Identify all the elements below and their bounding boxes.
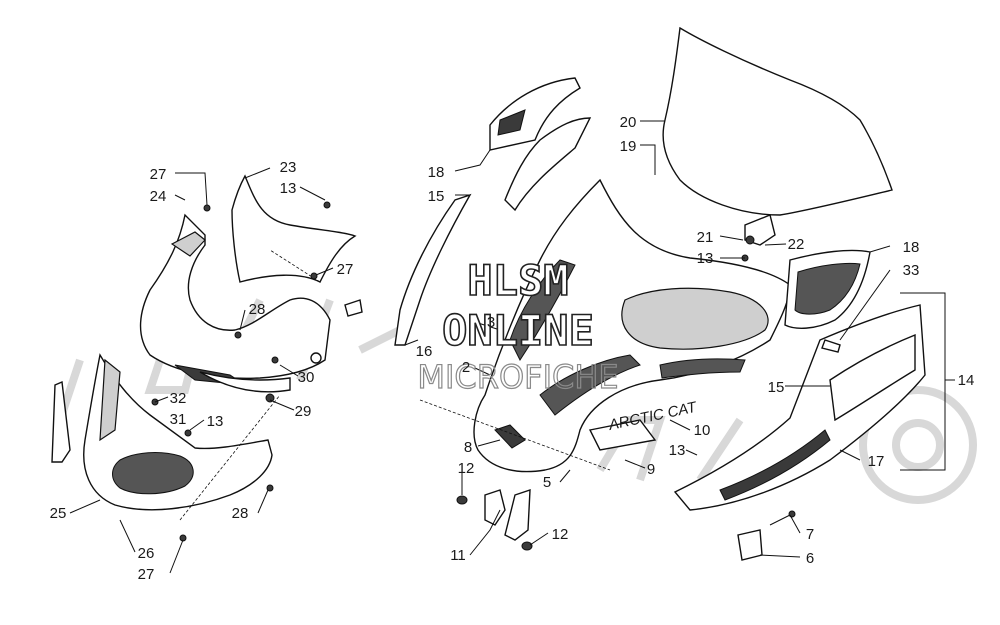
callout-18: 18 [428,164,445,181]
callout-27: 27 [150,166,167,183]
callout-30: 30 [298,369,315,386]
callout-28: 28 [232,505,249,522]
vent-18-right [784,249,871,329]
mount-bracket-21-22 [741,214,776,262]
callout-3: 3 [487,314,495,331]
callout-13: 13 [280,180,297,197]
main-hood [473,178,791,473]
callout-10: 10 [694,422,711,439]
upper-hood-left [139,213,331,393]
callout-12: 12 [458,460,475,477]
windshield-large [662,26,893,216]
callout-28: 28 [249,301,266,318]
callout-13: 13 [207,413,224,430]
callout-labels: 20 19 18 15 23 13 27 24 27 28 16 3 2 30 … [50,114,975,583]
callout-18: 18 [903,239,920,256]
callout-11: 11 [450,547,466,564]
callout-20: 20 [620,114,637,131]
nose-mesh-left [51,353,273,511]
hardware-center [456,489,796,561]
callout-16: 16 [416,343,433,360]
callout-6: 6 [806,550,814,567]
fasteners-left [151,201,363,542]
callout-23: 23 [280,159,297,176]
watermark-line2: ONLINE [442,306,594,355]
callout-32: 32 [170,390,187,407]
callout-8: 8 [464,439,472,456]
watermark: HLSM ONLINE MICROFICHE [417,255,619,396]
callout-26: 26 [138,545,155,562]
callout-7: 7 [806,526,814,543]
callout-29: 29 [295,403,312,420]
callout-25: 25 [50,505,67,522]
callout-12: 12 [552,526,569,543]
callout-33: 33 [903,262,920,279]
callout-21: 21 [697,229,714,246]
callout-15: 15 [768,379,785,396]
top-vent-18 [489,77,581,151]
callout-15: 15 [428,188,445,205]
callout-13: 13 [697,250,714,267]
callout-31: 31 [170,411,187,428]
side-panel-14 [673,304,926,511]
watermark-line1: HLSM [467,256,568,305]
callout-5: 5 [543,474,551,491]
side-trim-15 [394,117,592,346]
callout-9: 9 [647,461,655,478]
leader-lines [69,120,955,574]
windshield-small [231,174,357,283]
callout-27: 27 [138,566,155,583]
callout-13: 13 [669,442,686,459]
callout-19: 19 [620,138,637,155]
callout-2: 2 [462,359,470,376]
callout-17: 17 [868,453,885,470]
callout-27: 27 [337,261,354,278]
callout-24: 24 [150,188,167,205]
callout-14: 14 [958,372,975,389]
watermark-line3: MICROFICHE [417,358,618,396]
callout-22: 22 [788,236,805,253]
